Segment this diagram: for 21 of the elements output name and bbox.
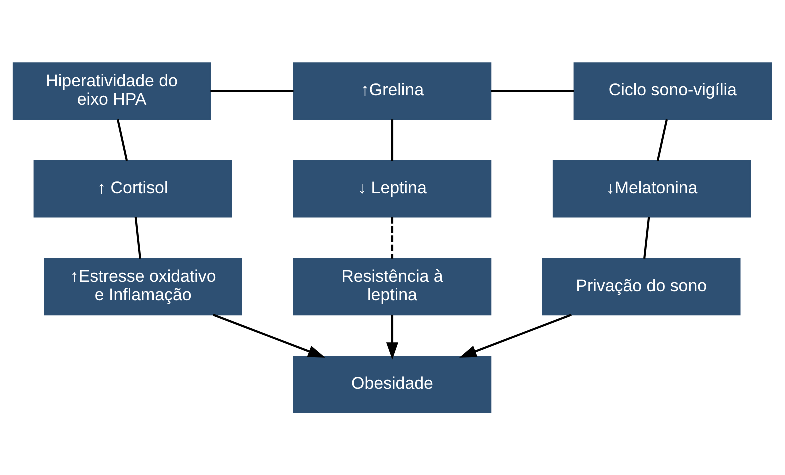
connector	[391, 119, 394, 161]
connector	[210, 90, 294, 92]
node-box: Hiperatividade do eixo HPA	[12, 62, 212, 120]
arrow	[386, 314, 399, 360]
connector	[391, 216, 394, 258]
node-box: ↑ Cortisol	[34, 160, 232, 218]
arrow	[460, 314, 572, 358]
connector	[134, 216, 142, 258]
connector	[116, 118, 128, 161]
node-box: ↑Estresse oxidativo e Inflamação	[44, 258, 242, 316]
arrow	[213, 314, 326, 358]
node-box: ↓Melatonina	[552, 160, 752, 218]
node-box: Ciclo sono-vigília	[574, 62, 772, 120]
connector	[491, 90, 574, 92]
node-box: Obesidade	[293, 356, 492, 413]
node-box: ↓ Leptina	[293, 160, 492, 218]
connector	[644, 216, 650, 258]
connector	[656, 118, 668, 161]
node-box: Resistência à leptina	[293, 258, 492, 316]
node-box: ↑Grelina	[293, 62, 492, 120]
node-box: Privação do sono	[542, 258, 741, 316]
